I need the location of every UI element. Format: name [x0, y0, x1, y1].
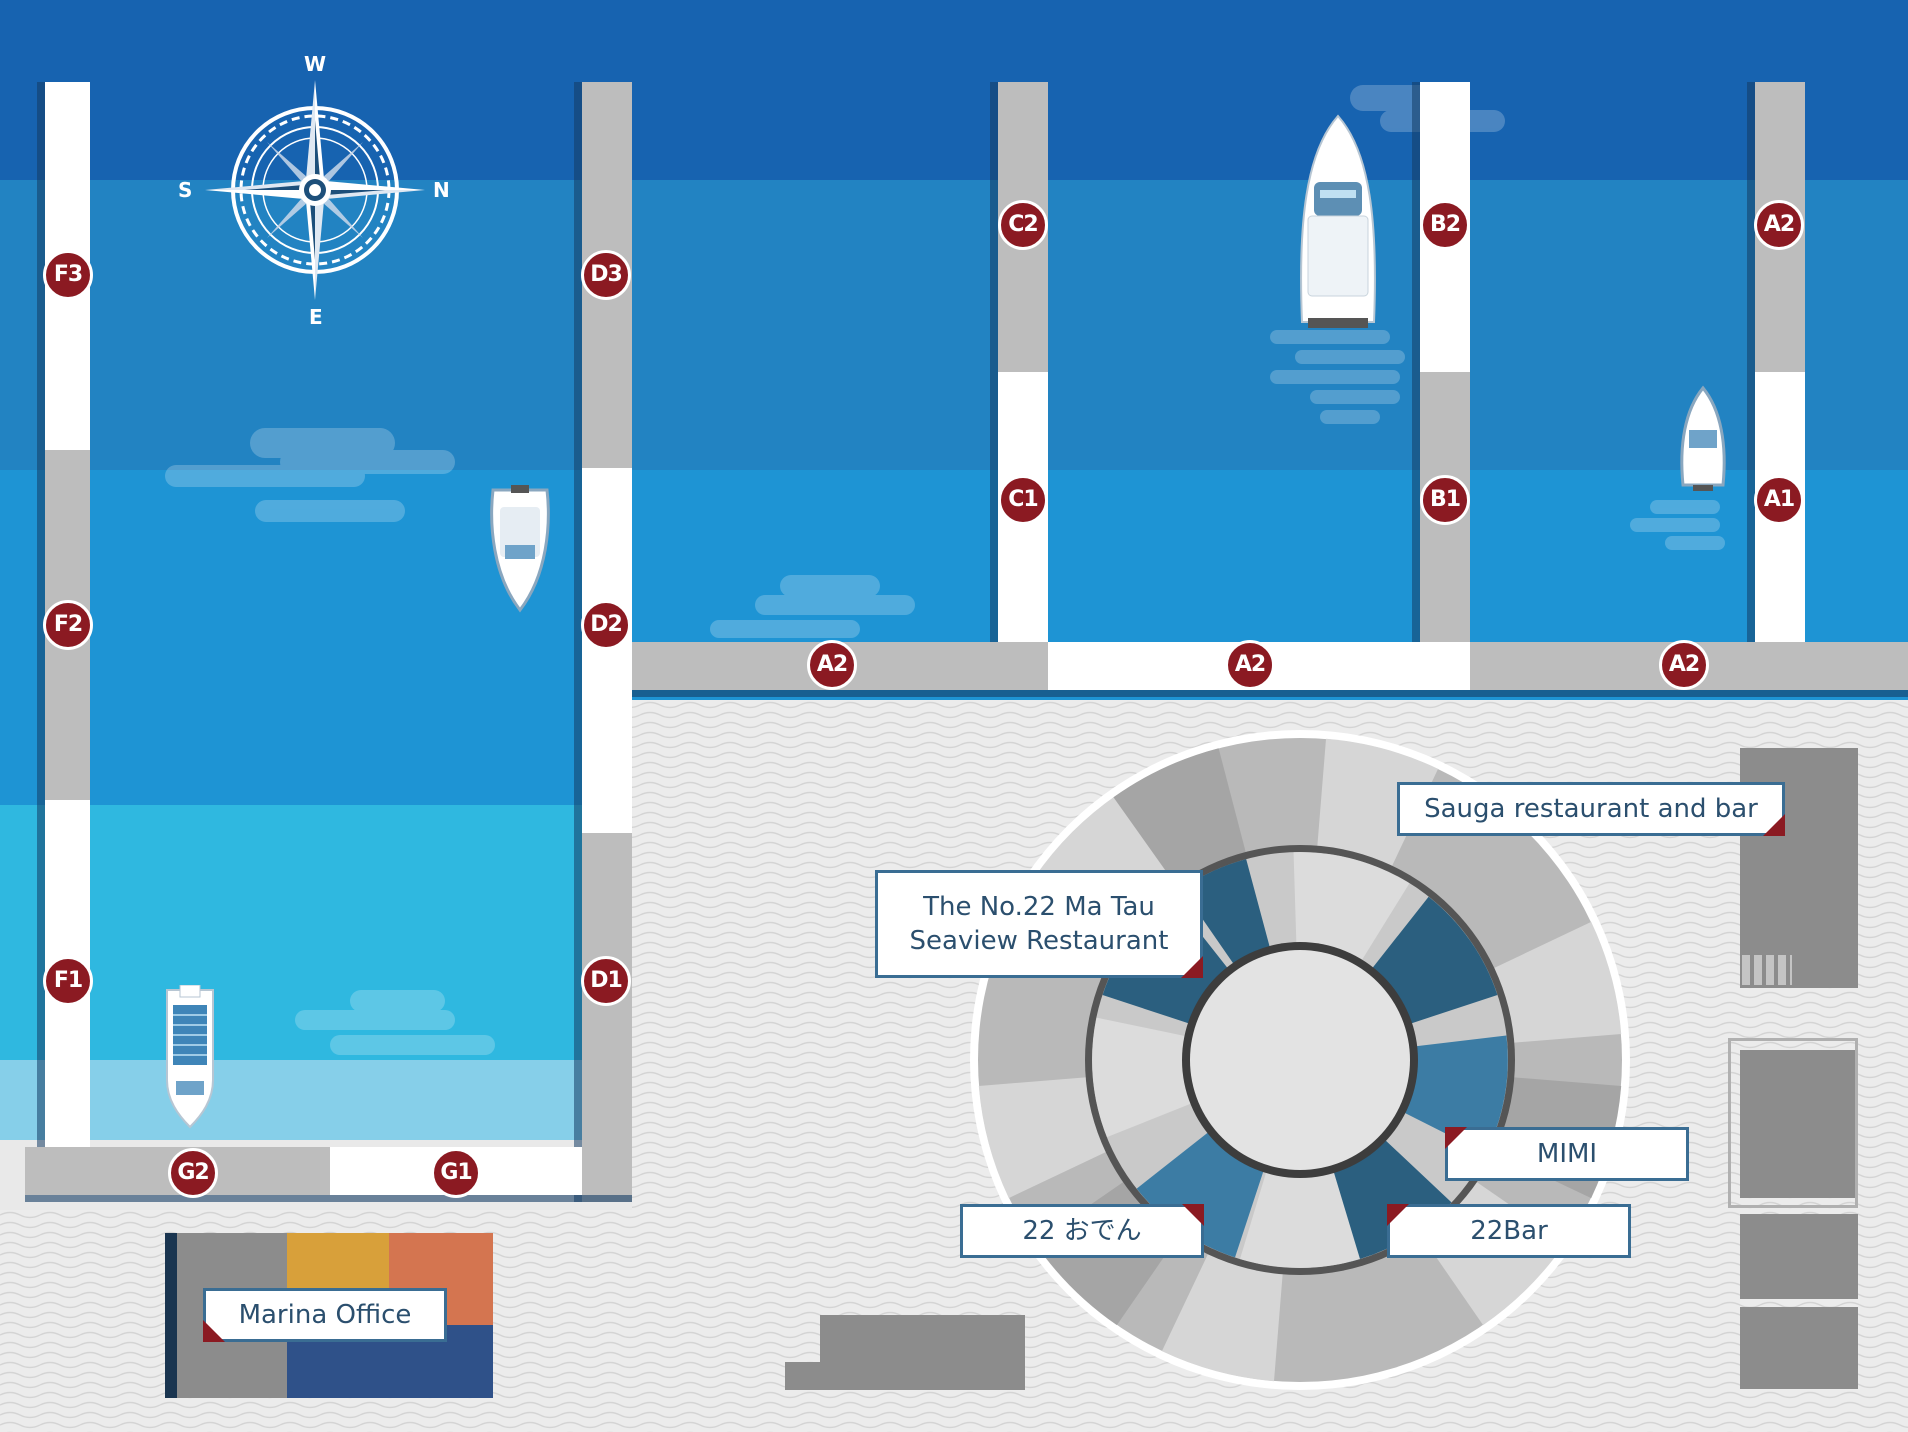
- label-corner-marker: [1181, 956, 1203, 978]
- sea-clouds: [165, 85, 1725, 1055]
- label-sauga-restaurant[interactable]: Sauga restaurant and bar: [1397, 782, 1785, 836]
- label-corner-marker: [203, 1320, 225, 1342]
- building-east-2: [1740, 1214, 1858, 1299]
- berth-badge-g2[interactable]: G2: [168, 1148, 218, 1198]
- berth-badge-a2-mid[interactable]: A2: [1225, 640, 1275, 690]
- motorboat-icon: [1680, 385, 1726, 491]
- label-22-oden[interactable]: 22 おでん: [960, 1204, 1204, 1258]
- building-south: [820, 1315, 1025, 1390]
- label-22bar-text: 22Bar: [1470, 1216, 1548, 1246]
- pier-d-segment-white: [582, 468, 632, 833]
- berth-badge-a1[interactable]: A1: [1754, 475, 1804, 525]
- compass-letter-top: W: [304, 52, 327, 76]
- label-marina-office[interactable]: Marina Office: [203, 1288, 447, 1342]
- building-south-annex: [785, 1362, 825, 1390]
- fishing-boat-icon: [166, 985, 214, 1129]
- yacht-icon: [1300, 114, 1376, 328]
- label-corner-marker: [1445, 1127, 1467, 1149]
- berth-badge-a2-top[interactable]: A2: [1754, 200, 1804, 250]
- label-no22-restaurant-text: The No.22 Ma Tau Seaview Restaurant: [909, 892, 1169, 956]
- berth-badge-b1[interactable]: B1: [1420, 475, 1470, 525]
- building-east-3: [1740, 1307, 1858, 1389]
- label-mimi[interactable]: MIMI: [1445, 1127, 1689, 1181]
- berth-badge-g1[interactable]: G1: [431, 1148, 481, 1198]
- compass-letter-right: N: [433, 178, 450, 202]
- berth-badge-f2[interactable]: F2: [43, 600, 93, 650]
- compass-letter-bottom: E: [309, 305, 323, 329]
- label-corner-marker: [1182, 1204, 1204, 1226]
- label-22-oden-text: 22 おでん: [1022, 1216, 1142, 1246]
- berth-badge-f1[interactable]: F1: [43, 956, 93, 1006]
- compass-letter-left: S: [178, 178, 193, 202]
- berth-badge-a2-left[interactable]: A2: [807, 640, 857, 690]
- label-mimi-text: MIMI: [1536, 1139, 1598, 1169]
- building-sauga-stripes: [1742, 955, 1792, 985]
- berth-badge-a2-right[interactable]: A2: [1659, 640, 1709, 690]
- berth-badge-b2[interactable]: B2: [1420, 200, 1470, 250]
- speedboat-icon: [490, 485, 550, 613]
- building-east-1: [1740, 1050, 1858, 1198]
- building-east-1-frame: [1728, 1038, 1858, 1208]
- label-corner-marker: [1763, 814, 1785, 836]
- compass-rose-icon: [205, 80, 425, 300]
- berth-badge-d2[interactable]: D2: [581, 600, 631, 650]
- label-22bar[interactable]: 22Bar: [1387, 1204, 1631, 1258]
- label-marina-office-text: Marina Office: [238, 1300, 412, 1330]
- label-corner-marker: [1387, 1204, 1409, 1226]
- berth-badge-d3[interactable]: D3: [581, 250, 631, 300]
- label-no22-restaurant[interactable]: The No.22 Ma Tau Seaview Restaurant: [875, 870, 1203, 978]
- berth-badge-c2[interactable]: C2: [998, 200, 1048, 250]
- berth-badge-d1[interactable]: D1: [581, 956, 631, 1006]
- berth-badge-f3[interactable]: F3: [43, 250, 93, 300]
- berth-badge-c1[interactable]: C1: [998, 475, 1048, 525]
- label-sauga-restaurant-text: Sauga restaurant and bar: [1424, 794, 1758, 824]
